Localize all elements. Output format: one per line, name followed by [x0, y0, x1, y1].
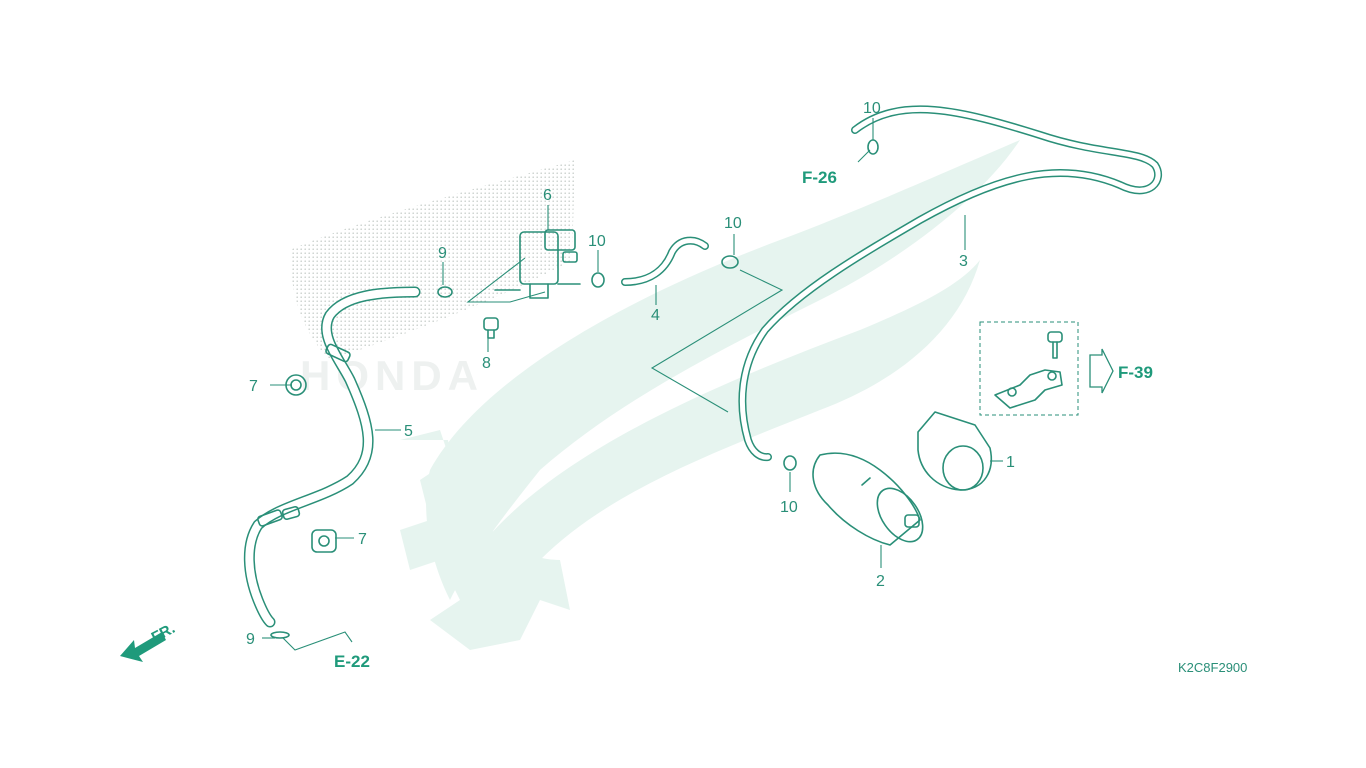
front-direction: FR.	[120, 620, 178, 662]
callout-6: 6	[543, 187, 552, 204]
watermark-wing-1	[426, 140, 1020, 600]
clamps	[270, 139, 879, 639]
leader-lines	[262, 118, 1003, 651]
callout-9-upper: 9	[438, 245, 447, 262]
bolt-part-8	[483, 317, 499, 339]
callout-10-c: 10	[863, 100, 881, 117]
reference-f26: F-26	[802, 168, 837, 187]
reference-e22: E-22	[334, 652, 370, 671]
watermark: HONDA	[290, 140, 1020, 650]
bracket-inset	[979, 321, 1079, 416]
reference-labels: F-26 F-39 E-22	[334, 168, 1153, 671]
callout-3: 3	[959, 253, 968, 270]
front-arrow-icon	[120, 632, 166, 662]
callout-10-a: 10	[588, 233, 606, 250]
canister-part-2	[812, 452, 924, 546]
callout-9-lower: 9	[246, 631, 255, 648]
watermark-text: HONDA	[300, 352, 484, 399]
valve-part-6	[494, 229, 581, 299]
callout-4: 4	[651, 307, 660, 324]
part-code: K2C8F2900	[1178, 660, 1247, 675]
callout-1: 1	[1006, 454, 1015, 471]
hose-part-4	[621, 236, 709, 286]
callout-10-b: 10	[724, 215, 742, 232]
holder-part-1	[917, 411, 992, 491]
reference-f39-arrow-icon	[1089, 348, 1114, 394]
callout-labels: 1 2 3 4 5 6 7 7 8 9 9 10 10 10 10	[246, 100, 1015, 648]
watermark-gear	[400, 430, 570, 650]
callout-5: 5	[404, 423, 413, 440]
callout-2: 2	[876, 573, 885, 590]
watermark-wing-2	[469, 260, 980, 620]
callout-8: 8	[482, 355, 491, 372]
callout-7-lower: 7	[358, 531, 367, 548]
reference-f39: F-39	[1118, 363, 1153, 382]
tube-part-3	[738, 105, 1163, 462]
watermark-dots	[290, 160, 575, 360]
callout-10-d: 10	[780, 499, 798, 516]
hose-part-5	[243, 286, 421, 628]
callout-7-upper: 7	[249, 378, 258, 395]
